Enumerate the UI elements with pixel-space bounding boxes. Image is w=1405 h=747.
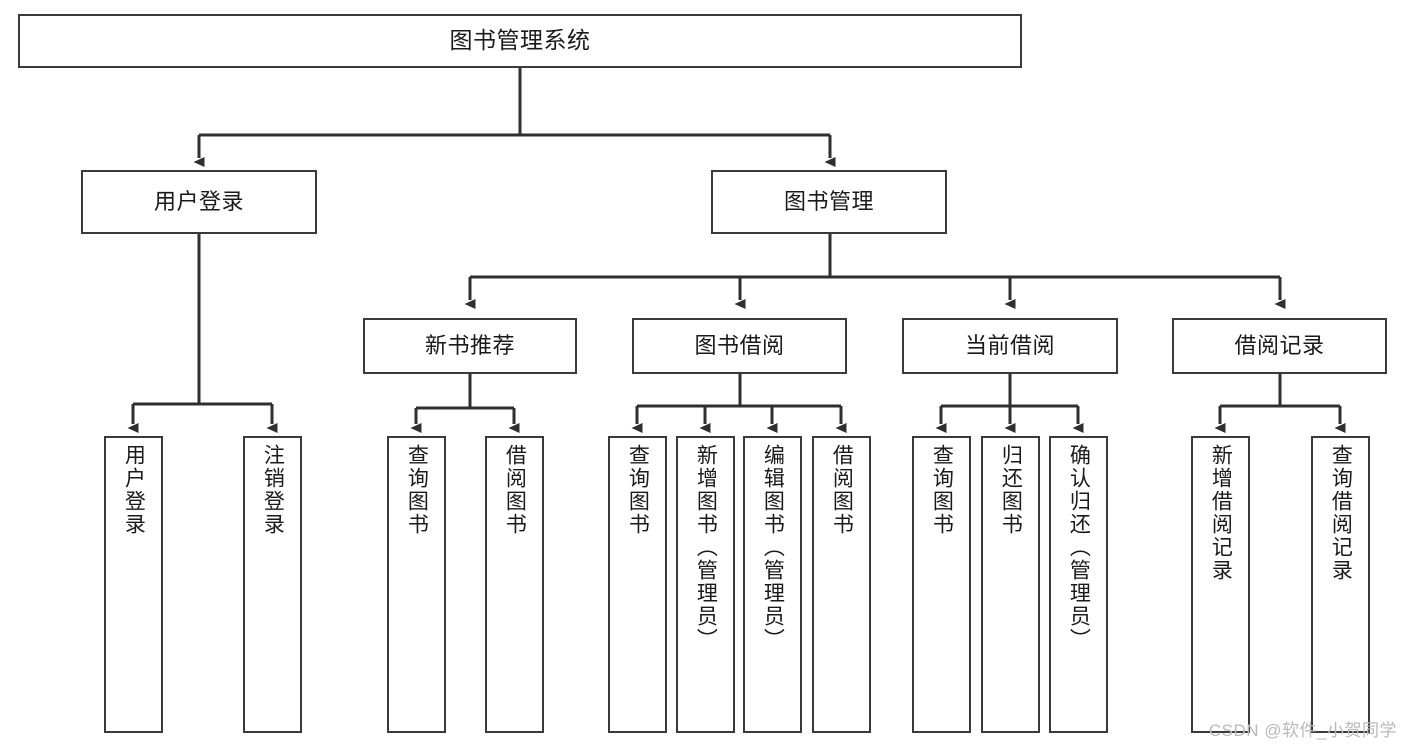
node-user-login[interactable]: 用户登录 xyxy=(81,170,317,234)
node-label: 图书管理系统 xyxy=(449,27,591,54)
node-label: 用户登录 xyxy=(122,444,146,536)
node-label: 查询图书 xyxy=(626,444,650,536)
node-leaf-query-book-3[interactable]: 查询图书 xyxy=(912,436,971,733)
node-label: 新书推荐 xyxy=(424,333,515,359)
node-label: 编辑图书（管理员） xyxy=(761,444,785,651)
node-new-book-recommend[interactable]: 新书推荐 xyxy=(363,318,577,374)
node-label: 新增图书（管理员） xyxy=(694,444,718,651)
node-root-system[interactable]: 图书管理系统 xyxy=(18,14,1022,68)
node-label: 新增借阅记录 xyxy=(1209,444,1233,582)
node-label: 当前借阅 xyxy=(964,333,1055,359)
node-label: 查询借阅记录 xyxy=(1329,444,1353,582)
node-leaf-add-book[interactable]: 新增图书（管理员） xyxy=(676,436,735,733)
node-leaf-query-record[interactable]: 查询借阅记录 xyxy=(1311,436,1370,733)
node-label: 图书管理 xyxy=(783,189,874,215)
watermark-text: CSDN @软件_小贺同学 xyxy=(1208,721,1397,740)
node-label: 注销登录 xyxy=(261,444,285,536)
node-label: 借阅图书 xyxy=(830,444,854,536)
node-label: 图书借阅 xyxy=(694,333,785,359)
node-book-borrow[interactable]: 图书借阅 xyxy=(632,318,847,374)
node-leaf-confirm-return[interactable]: 确认归还（管理员） xyxy=(1049,436,1108,733)
node-current-borrow[interactable]: 当前借阅 xyxy=(902,318,1118,374)
node-label: 查询图书 xyxy=(930,444,954,536)
node-leaf-query-book-1[interactable]: 查询图书 xyxy=(387,436,446,733)
node-leaf-return-book[interactable]: 归还图书 xyxy=(981,436,1040,733)
node-leaf-edit-book[interactable]: 编辑图书（管理员） xyxy=(743,436,802,733)
node-label: 归还图书 xyxy=(999,444,1023,536)
node-leaf-user-login[interactable]: 用户登录 xyxy=(104,436,163,733)
node-label: 用户登录 xyxy=(153,189,244,215)
node-leaf-borrow-book-2[interactable]: 借阅图书 xyxy=(812,436,871,733)
node-label: 借阅图书 xyxy=(503,444,527,536)
node-label: 查询图书 xyxy=(405,444,429,536)
node-leaf-logout-login[interactable]: 注销登录 xyxy=(243,436,302,733)
node-leaf-borrow-book-1[interactable]: 借阅图书 xyxy=(485,436,544,733)
node-label: 借阅记录 xyxy=(1234,333,1325,359)
node-label: 确认归还（管理员） xyxy=(1067,444,1091,651)
node-book-management[interactable]: 图书管理 xyxy=(711,170,947,234)
node-borrow-record[interactable]: 借阅记录 xyxy=(1172,318,1387,374)
node-leaf-query-book-2[interactable]: 查询图书 xyxy=(608,436,667,733)
node-leaf-add-record[interactable]: 新增借阅记录 xyxy=(1191,436,1250,733)
